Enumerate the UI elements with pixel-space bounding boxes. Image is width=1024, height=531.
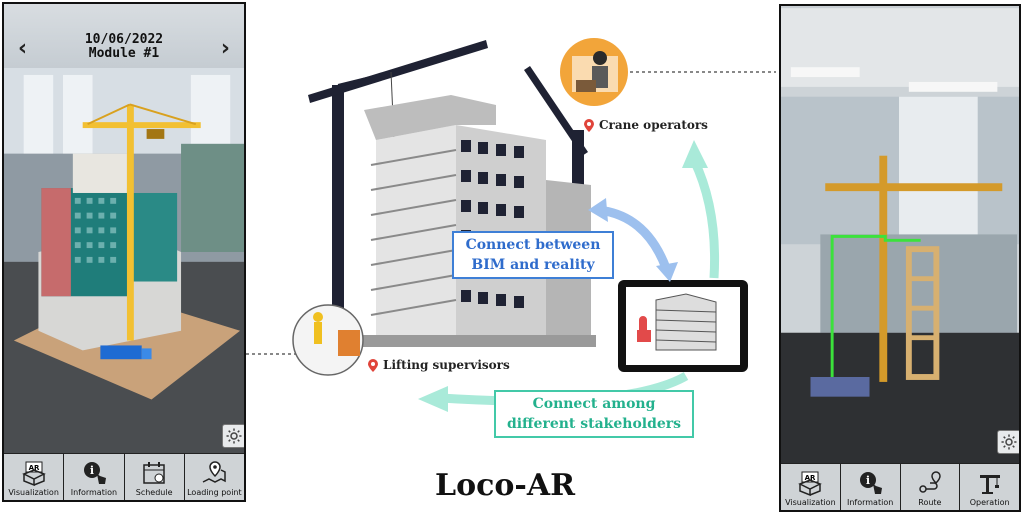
tab-schedule[interactable]: Schedule <box>124 454 185 500</box>
tab-label: Visualization <box>785 498 836 507</box>
tower-crane-left <box>308 40 488 315</box>
tab-route[interactable]: Route <box>900 464 961 510</box>
tab-label: Loading point <box>187 488 242 497</box>
info-touch-icon: i <box>860 472 883 494</box>
callout-line: different stakeholders <box>506 416 682 432</box>
route-icon <box>919 471 941 493</box>
ar-box-icon: AR <box>21 461 46 486</box>
map-pin-icon <box>203 461 227 483</box>
bim-reality-callout: Connect between BIM and reality <box>452 231 614 279</box>
callout-line: Connect between <box>465 237 601 253</box>
tab-label: Information <box>70 488 118 497</box>
right-phone-screen: AR Visualization i Information Route Ope… <box>779 4 1021 512</box>
tab-label: Schedule <box>135 488 173 497</box>
tab-visualization[interactable]: AR Visualization <box>4 454 65 500</box>
left-phone-screen: 10/06/2022 Module #1 ‹ › AR Visualizatio… <box>2 2 246 502</box>
chevron-right-icon[interactable]: › <box>220 36 230 61</box>
tablet-illustration <box>618 280 748 372</box>
center-illustration <box>246 38 776 412</box>
tab-label: Information <box>846 498 894 507</box>
lifting-supervisors-label: Lifting supervisors <box>368 358 510 372</box>
tab-label: Route <box>918 498 942 507</box>
stakeholder-arrow-up <box>689 158 720 279</box>
ar-crane-scene <box>781 8 1019 508</box>
svg-text:i: i <box>90 464 94 477</box>
bottom-tab-bar: AR Visualization i Information Schedule … <box>4 453 244 500</box>
chevron-left-icon[interactable]: ‹ <box>18 36 28 61</box>
svg-text:AR: AR <box>805 474 816 482</box>
date-label: 10/06/2022 <box>84 32 164 47</box>
crane-operators-label: Crane operators <box>584 118 708 132</box>
svg-text:AR: AR <box>28 464 39 472</box>
bim-link-arrow <box>597 205 671 270</box>
tab-information[interactable]: i Information <box>840 464 901 510</box>
tab-label: Visualization <box>8 488 59 497</box>
callout-line: Connect among <box>532 396 656 412</box>
svg-text:i: i <box>866 474 870 487</box>
bottom-tab-bar: AR Visualization i Information Route Ope… <box>781 463 1019 510</box>
role-text: Crane operators <box>599 118 708 132</box>
map-pin-icon <box>368 358 378 372</box>
ar-box-icon: AR <box>798 471 823 496</box>
stakeholders-callout: Connect among different stakeholders <box>494 390 694 438</box>
tab-visualization[interactable]: AR Visualization <box>781 464 841 510</box>
ar-building-scene <box>4 6 244 498</box>
tab-information[interactable]: i Information <box>64 454 125 500</box>
gear-icon[interactable] <box>997 430 1019 454</box>
date-header <box>4 4 244 68</box>
building-illustration <box>336 95 596 347</box>
role-text: Lifting supervisors <box>383 358 510 372</box>
callout-line: BIM and reality <box>471 257 595 273</box>
map-pin-icon <box>584 118 594 132</box>
calendar-icon <box>143 462 165 484</box>
tab-label: Operation <box>969 498 1010 507</box>
page-title: Loco-AR <box>435 468 576 503</box>
module-label: Module #1 <box>88 46 160 61</box>
crane-operator-avatar <box>560 38 628 106</box>
crane-icon <box>979 475 1000 494</box>
info-touch-icon: i <box>83 462 106 484</box>
lifting-supervisor-avatar <box>292 304 364 376</box>
gear-icon[interactable] <box>222 424 244 448</box>
tab-loading-point[interactable]: Loading point <box>184 454 244 500</box>
tab-operation[interactable]: Operation <box>960 464 1019 510</box>
